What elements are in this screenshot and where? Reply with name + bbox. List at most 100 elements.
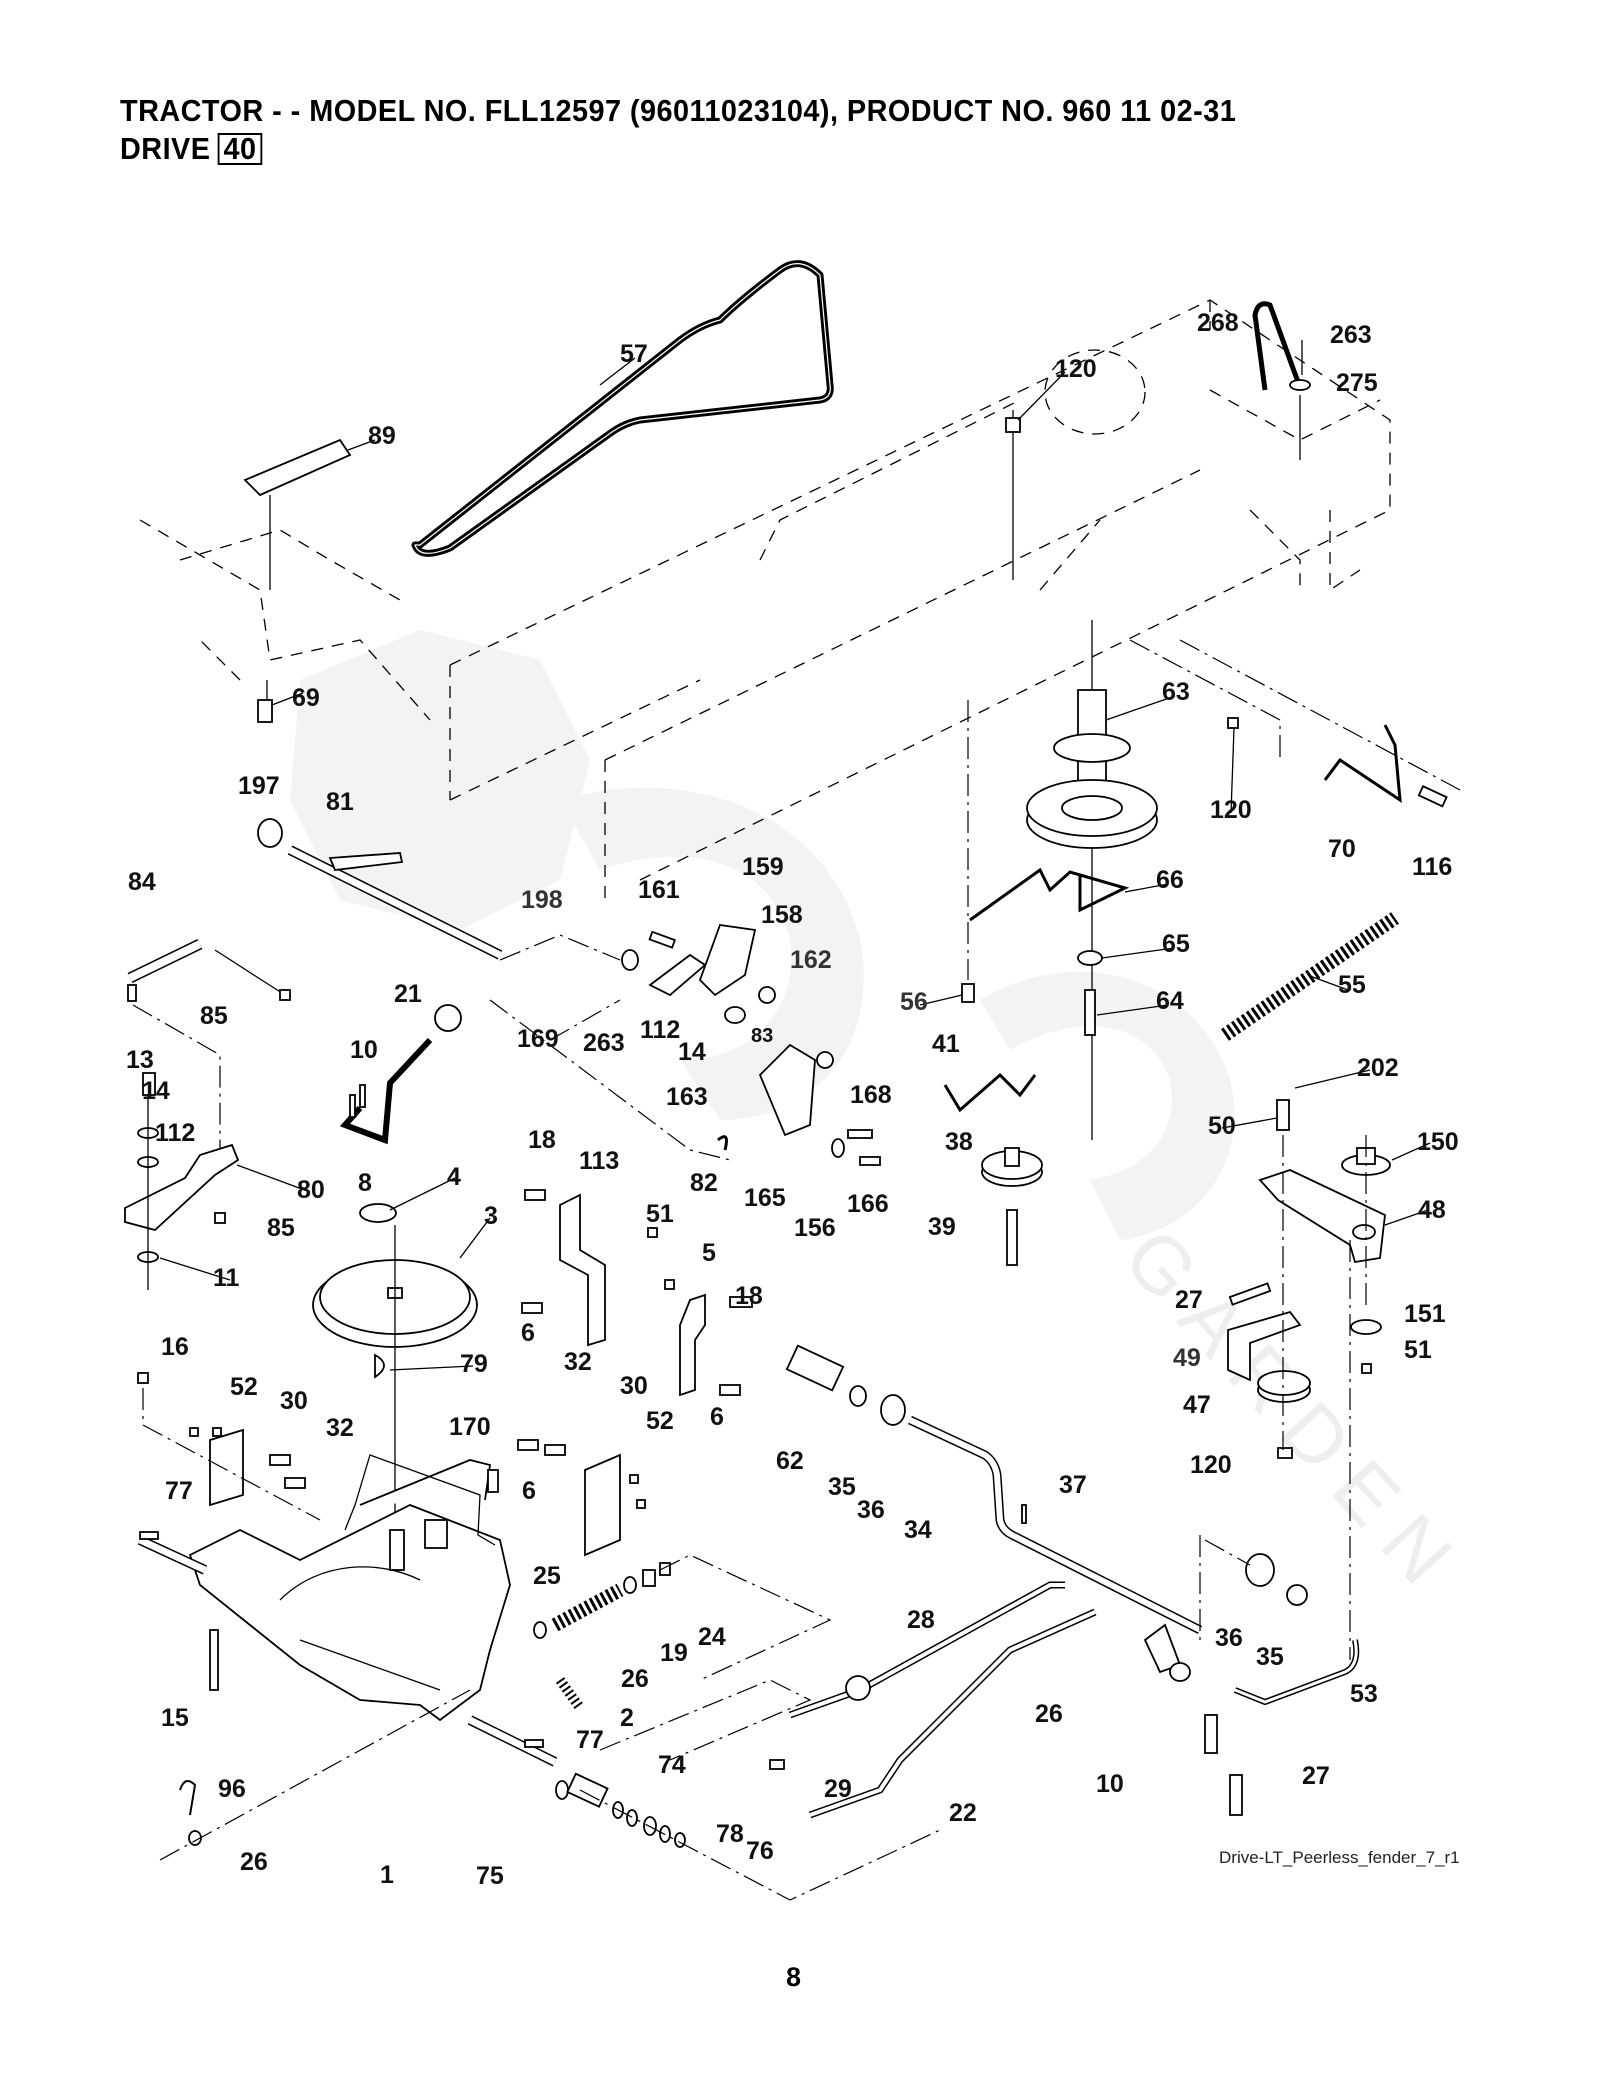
- axle-bracket-right: [487, 1439, 646, 1557]
- callout-263-top: 263: [1330, 321, 1372, 349]
- callout-35-mid: 35: [828, 1473, 856, 1501]
- pedal-shaft: [127, 939, 291, 1160]
- callout-83: 83: [751, 1025, 773, 1047]
- nut-120-top: [1005, 410, 1021, 580]
- callout-3: 3: [484, 1202, 498, 1230]
- callout-21: 21: [394, 980, 422, 1008]
- header-title: TRACTOR - - MODEL NO. FLL12597 (96011023…: [120, 93, 1237, 128]
- callout-84: 84: [128, 868, 156, 896]
- callout-35-right: 35: [1256, 1643, 1284, 1671]
- callout-69: 69: [292, 684, 320, 712]
- callout-116: 116: [1412, 853, 1452, 881]
- callout-38: 38: [945, 1128, 973, 1156]
- callout-56: 56: [900, 988, 928, 1016]
- shift-lever: [339, 1004, 462, 1145]
- page-number: 8: [786, 1962, 801, 1992]
- page-header: TRACTOR - - MODEL NO. FLL12597 (96011023…: [120, 92, 1236, 168]
- tractor-frame: [139, 299, 1391, 900]
- callout-62: 62: [776, 1447, 804, 1475]
- callout-151: 151: [1404, 1300, 1446, 1328]
- callout-26-spring: 26: [621, 1665, 649, 1693]
- callout-14-left: 14: [142, 1077, 170, 1105]
- transaxle-pulley: [312, 1203, 478, 1560]
- callout-27-mid: 27: [1175, 1286, 1203, 1314]
- callout-169: 169: [517, 1025, 559, 1053]
- callout-10-bottom: 10: [1096, 1770, 1124, 1798]
- callout-170: 170: [449, 1413, 491, 1441]
- neutral-spring-assembly: [533, 1554, 832, 1711]
- callout-63: 63: [1162, 678, 1190, 706]
- axle-bracket-left: [137, 1372, 321, 1691]
- callout-14-mid: 14: [678, 1038, 706, 1066]
- callout-113: 113: [579, 1147, 619, 1175]
- bracket-5: [664, 1279, 753, 1397]
- callout-156: 156: [794, 1214, 836, 1242]
- callout-165: 165: [744, 1184, 786, 1212]
- callout-64: 64: [1156, 987, 1184, 1015]
- callout-11: 11: [213, 1264, 240, 1292]
- callout-19: 19: [660, 1639, 688, 1667]
- callout-41: 41: [932, 1030, 960, 1058]
- bolt-116: [1417, 785, 1448, 808]
- callout-32-left: 32: [326, 1414, 354, 1442]
- callout-26-left: 26: [240, 1848, 268, 1876]
- bracket-wire-66: [969, 867, 1130, 922]
- idler-bracket-assembly: [489, 924, 881, 1166]
- callout-161: 161: [638, 876, 680, 904]
- callout-150: 150: [1417, 1128, 1459, 1156]
- callout-6-right: 6: [710, 1403, 724, 1431]
- pedal-rod-34: [785, 1344, 1203, 1635]
- callout-6-bottom: 6: [522, 1477, 536, 1505]
- callout-8: 8: [358, 1169, 372, 1197]
- drive-belt: [411, 260, 834, 557]
- callout-26-right: 26: [1035, 1700, 1063, 1728]
- callout-1: 1: [380, 1861, 394, 1889]
- callout-120-top: 120: [1055, 355, 1097, 383]
- shift-bracket: [243, 438, 352, 723]
- washer-65: [1077, 950, 1103, 966]
- nut-120-mid: [1227, 717, 1239, 729]
- axle-hardware-stack: [555, 1679, 941, 1901]
- bolt-56: [961, 983, 975, 1003]
- callout-77-right: 77: [576, 1726, 604, 1754]
- callout-10-top: 10: [350, 1036, 378, 1064]
- callout-268: 268: [1197, 309, 1239, 337]
- idler-pulley-38: [943, 1072, 1043, 1266]
- callout-6-left: 6: [521, 1319, 535, 1347]
- rod-170: [344, 1454, 496, 1546]
- wire-70: [1323, 724, 1402, 803]
- callout-82: 82: [690, 1169, 718, 1197]
- callout-22: 22: [949, 1799, 977, 1827]
- callout-198: 198: [521, 886, 563, 914]
- callout-39: 39: [928, 1213, 956, 1241]
- diagram-caption: Drive-LT_Peerless_fender_7_r1: [1219, 1848, 1460, 1867]
- callout-80: 80: [297, 1176, 325, 1204]
- callout-65: 65: [1162, 930, 1190, 958]
- rod-53-assembly: [1199, 1535, 1360, 1706]
- bracket-113: [521, 1189, 658, 1347]
- callout-48: 48: [1418, 1196, 1446, 1224]
- section-label: DRIVE: [120, 131, 211, 166]
- idler-arm-48: [1227, 1099, 1391, 1660]
- callout-120-mid: 120: [1210, 796, 1252, 824]
- callout-197: 197: [238, 772, 280, 800]
- bolt-64: [1084, 989, 1096, 1036]
- callout-52-left: 52: [230, 1373, 258, 1401]
- callout-50: 50: [1208, 1112, 1236, 1140]
- callout-18-left: 18: [528, 1126, 556, 1154]
- key-79: [374, 1353, 385, 1379]
- callout-85-bottom: 85: [267, 1214, 295, 1242]
- leader-lines: [159, 357, 1431, 1371]
- callout-96: 96: [218, 1775, 246, 1803]
- callout-27-bottom: 27: [1302, 1762, 1330, 1790]
- callout-159: 159: [742, 853, 784, 881]
- callout-75: 75: [476, 1862, 504, 1890]
- callout-57: 57: [620, 340, 648, 368]
- callout-162: 162: [790, 946, 832, 974]
- callout-70: 70: [1328, 835, 1356, 863]
- callout-81: 81: [326, 788, 354, 816]
- callout-78: 78: [716, 1820, 744, 1848]
- callout-66: 66: [1156, 866, 1184, 894]
- callout-77-left: 77: [165, 1477, 193, 1505]
